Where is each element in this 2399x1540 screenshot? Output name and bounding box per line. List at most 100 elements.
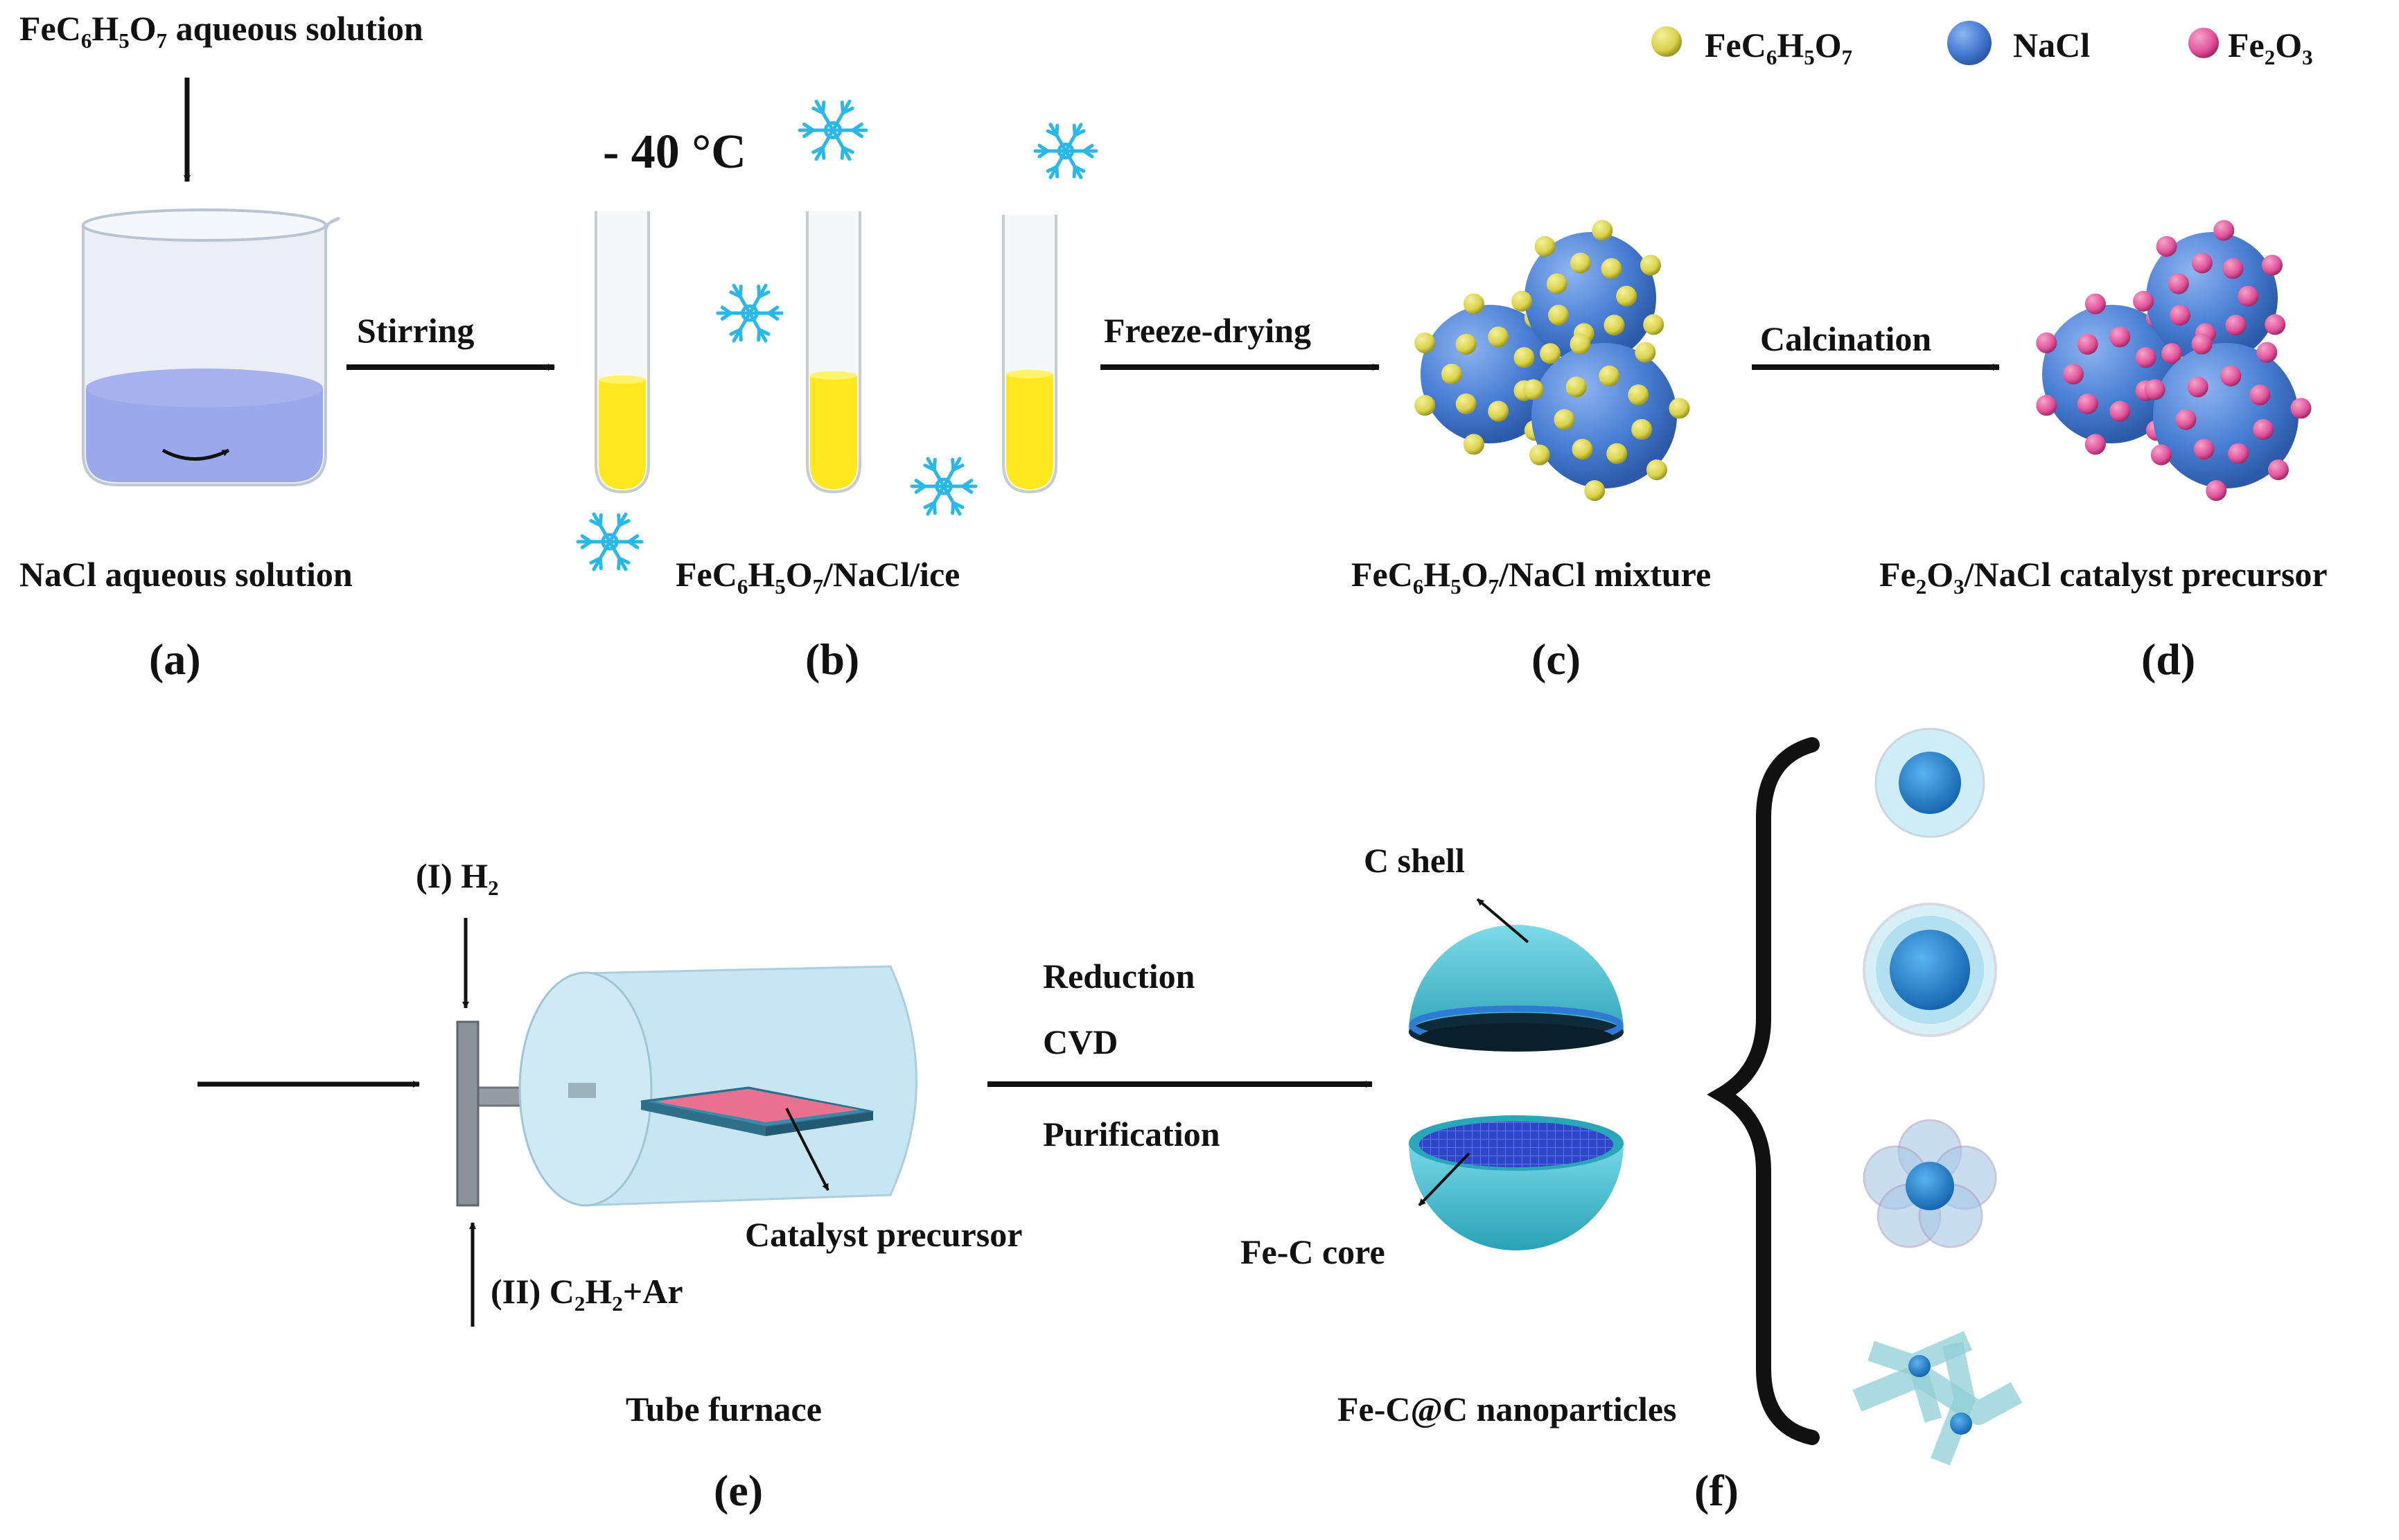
catalyst-boat	[640, 1086, 874, 1136]
citrate-particle	[1565, 376, 1587, 398]
oxide-particle	[2063, 364, 2084, 384]
citrate-particle	[1572, 439, 1593, 460]
nacl-sphere	[2144, 333, 2312, 502]
nacl-sphere	[1522, 333, 1690, 502]
test-tube-2	[806, 211, 861, 494]
oxide-particle	[2156, 236, 2177, 257]
legend-citrate-label: FeC6H5O7	[1705, 26, 1853, 69]
citrate-particle	[1643, 314, 1664, 335]
snowflake-icon	[798, 99, 868, 161]
citrate-nacl-mixture	[1414, 220, 1690, 502]
citrate-particle	[1599, 365, 1620, 387]
citrate-particle	[1414, 395, 1436, 416]
oxide-particle	[2077, 333, 2098, 355]
oxide-particle	[2084, 434, 2106, 455]
panel-a-caption: NaCl aqueous solution	[19, 555, 353, 594]
oxide-particle	[2175, 409, 2197, 430]
oxide-particle	[2206, 480, 2227, 502]
citrate-particle	[1414, 332, 1436, 353]
citrate-particle	[1603, 315, 1625, 336]
citrate-particle	[1455, 333, 1477, 355]
citrate-legend-dot	[1651, 26, 1682, 57]
morphology-tubes	[1852, 1331, 2023, 1466]
oxide-particle	[2253, 418, 2274, 440]
citrate-particle	[1529, 444, 1550, 466]
oxide-particle	[2220, 365, 2242, 387]
oxide-particle	[2213, 220, 2235, 241]
oxide-nacl-precursor	[2036, 220, 2312, 502]
gas-1-label: (I) H2	[416, 856, 499, 900]
citrate-particle	[1488, 400, 1509, 422]
tube-furnace	[518, 965, 917, 1207]
nacl-solution	[86, 388, 323, 482]
panel-a-letter: (a)	[149, 635, 201, 684]
stirring-label: Stirring	[357, 311, 475, 350]
citrate-particle	[1513, 347, 1535, 369]
snowflake-icon	[576, 512, 644, 572]
citrate-particle	[1584, 480, 1606, 502]
oxide-particle	[2135, 347, 2156, 369]
citrate-particle	[1631, 418, 1653, 440]
oxide-particle	[2036, 395, 2057, 416]
oxide-particle	[2084, 293, 2106, 315]
citrate-particle	[1511, 290, 1533, 312]
snowflake-icon	[716, 283, 784, 343]
nanoparticles-label: Fe-C@C nanoparticles	[1337, 1390, 1677, 1428]
citrate-particle	[1669, 398, 1690, 419]
oxide-particle	[2109, 400, 2131, 422]
fe-c-core-label: Fe-C core	[1240, 1232, 1385, 1271]
citrate-particle	[1455, 393, 1477, 415]
citrate-particle	[1606, 443, 1628, 464]
oxide-particle	[2238, 285, 2259, 307]
oxide-particle	[2225, 315, 2247, 336]
oxide-particle	[2187, 376, 2208, 398]
morphology-core-shell-thin	[1874, 727, 1985, 838]
snowflake-icon	[1033, 123, 1098, 179]
citrate-particle	[1548, 304, 1570, 326]
panel-e-letter: (e)	[714, 1466, 764, 1515]
calcination-label: Calcination	[1760, 319, 1932, 358]
beaker	[82, 209, 340, 486]
nacl-sphere	[1414, 293, 1572, 455]
citrate-particle	[1463, 293, 1484, 315]
oxide-particle	[2168, 273, 2189, 294]
morphology-core-shell-thick	[1863, 903, 1997, 1037]
precursor-pointer-arrow	[785, 1108, 829, 1191]
core-shell-cutaway	[1409, 898, 1624, 1250]
oxide-particle	[2161, 343, 2183, 364]
legend-nacl-label: NaCl	[2013, 26, 2091, 64]
catalyst-precursor-label: Catalyst precursor	[745, 1215, 1023, 1254]
morphology-flower	[1863, 1119, 1997, 1248]
feed-label: FeC6H5O7 aqueous solution	[19, 9, 423, 53]
oxide-particle	[2249, 384, 2271, 405]
oxide-particle	[2191, 333, 2213, 355]
oxide-particle	[2261, 254, 2283, 276]
legend-oxide-label: Fe2O3	[2228, 26, 2313, 69]
citrate-particle	[1441, 364, 1462, 384]
oxide-particle	[2077, 393, 2098, 415]
panel-c-caption: FeC6H5O7/NaCl mixture	[1351, 555, 1712, 599]
panel-c-letter: (c)	[1531, 635, 1581, 684]
citrate-particle	[1601, 258, 1622, 279]
fe-c-core-pointer-arrow	[1418, 1152, 1470, 1207]
citrate-particle	[1522, 379, 1544, 400]
panel-f-letter: (f)	[1694, 1466, 1739, 1515]
nacl-legend-dot	[1947, 21, 1992, 65]
tube-furnace-label: Tube furnace	[626, 1390, 822, 1428]
oxide-particle	[2265, 314, 2286, 335]
oxide-particle	[2256, 342, 2278, 363]
panel-b-letter: (b)	[805, 635, 860, 684]
oxide-particle	[2290, 398, 2312, 419]
tube-inner-inlet	[568, 1083, 596, 1098]
citrate-particle	[1635, 342, 1656, 363]
oxide-particle	[2150, 444, 2172, 466]
citrate-particle	[1546, 273, 1567, 294]
oxide-particle	[2036, 332, 2057, 353]
citrate-particle	[1534, 236, 1556, 257]
oxide-particle	[2228, 443, 2249, 464]
citrate-particle	[1463, 434, 1484, 455]
panel-b-caption: FeC6H5O7/NaCl/ice	[676, 555, 960, 599]
c-shell-pointer-arrow	[1476, 898, 1529, 944]
temperature-label: - 40 °C	[603, 125, 746, 179]
oxide-particle	[2267, 459, 2289, 481]
